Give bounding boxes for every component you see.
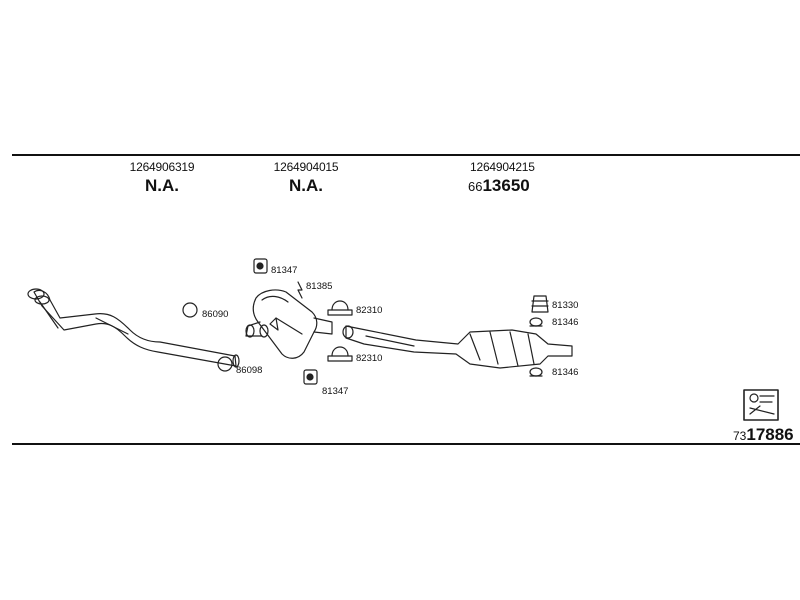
price-prefix: 66 bbox=[468, 179, 483, 194]
front-silencer-drawing bbox=[245, 289, 333, 359]
mount-81347-bottom-drawing bbox=[303, 369, 318, 385]
mount-81346-top-drawing bbox=[529, 317, 543, 327]
label-86098: 86098 bbox=[236, 365, 263, 376]
label-81346-top: 81346 bbox=[552, 317, 579, 328]
rear-silencer-drawing bbox=[342, 325, 573, 369]
front-pipe-drawing bbox=[27, 288, 240, 368]
gasket-86090-drawing bbox=[182, 302, 198, 318]
price-main: 13650 bbox=[482, 176, 530, 195]
catalog-stamp-icon bbox=[743, 389, 779, 421]
header-front-silencer: 1264904015 N.A. bbox=[256, 160, 356, 196]
label-81330: 81330 bbox=[552, 300, 579, 311]
price-value: N.A. bbox=[289, 176, 323, 195]
catalog-code: 7317886 bbox=[733, 425, 794, 445]
mount-81346-bottom-drawing bbox=[529, 367, 543, 377]
label-81347-top: 81347 bbox=[271, 265, 298, 276]
label-81385: 81385 bbox=[306, 281, 333, 292]
part-number: 1264904015 bbox=[273, 160, 339, 174]
clamp-82310-top-drawing bbox=[327, 300, 353, 316]
top-divider bbox=[12, 154, 800, 156]
catalog-code-prefix: 73 bbox=[733, 429, 747, 443]
header-rear-silencer: 1264904215 6613650 bbox=[448, 160, 568, 196]
header-front-pipe: 1264906319 N.A. bbox=[112, 160, 212, 196]
bottom-divider bbox=[12, 443, 800, 445]
label-82310-top: 82310 bbox=[356, 305, 383, 316]
label-82310-bottom: 82310 bbox=[356, 353, 383, 364]
part-number: 1264904215 bbox=[470, 160, 535, 174]
price-value: N.A. bbox=[145, 176, 179, 195]
part-number: 1264906319 bbox=[129, 160, 195, 174]
gasket-86098-drawing bbox=[217, 356, 233, 372]
clamp-82310-bottom-drawing bbox=[327, 346, 353, 362]
mount-81330-drawing bbox=[531, 295, 549, 313]
label-81346-bottom: 81346 bbox=[552, 367, 579, 378]
catalog-code-main: 17886 bbox=[746, 425, 794, 444]
mount-81347-top-drawing bbox=[253, 258, 268, 274]
label-86090: 86090 bbox=[202, 309, 229, 320]
clip-81385-drawing bbox=[297, 281, 303, 299]
label-81347-bottom: 81347 bbox=[322, 386, 349, 397]
price-value: 6613650 bbox=[468, 176, 568, 196]
